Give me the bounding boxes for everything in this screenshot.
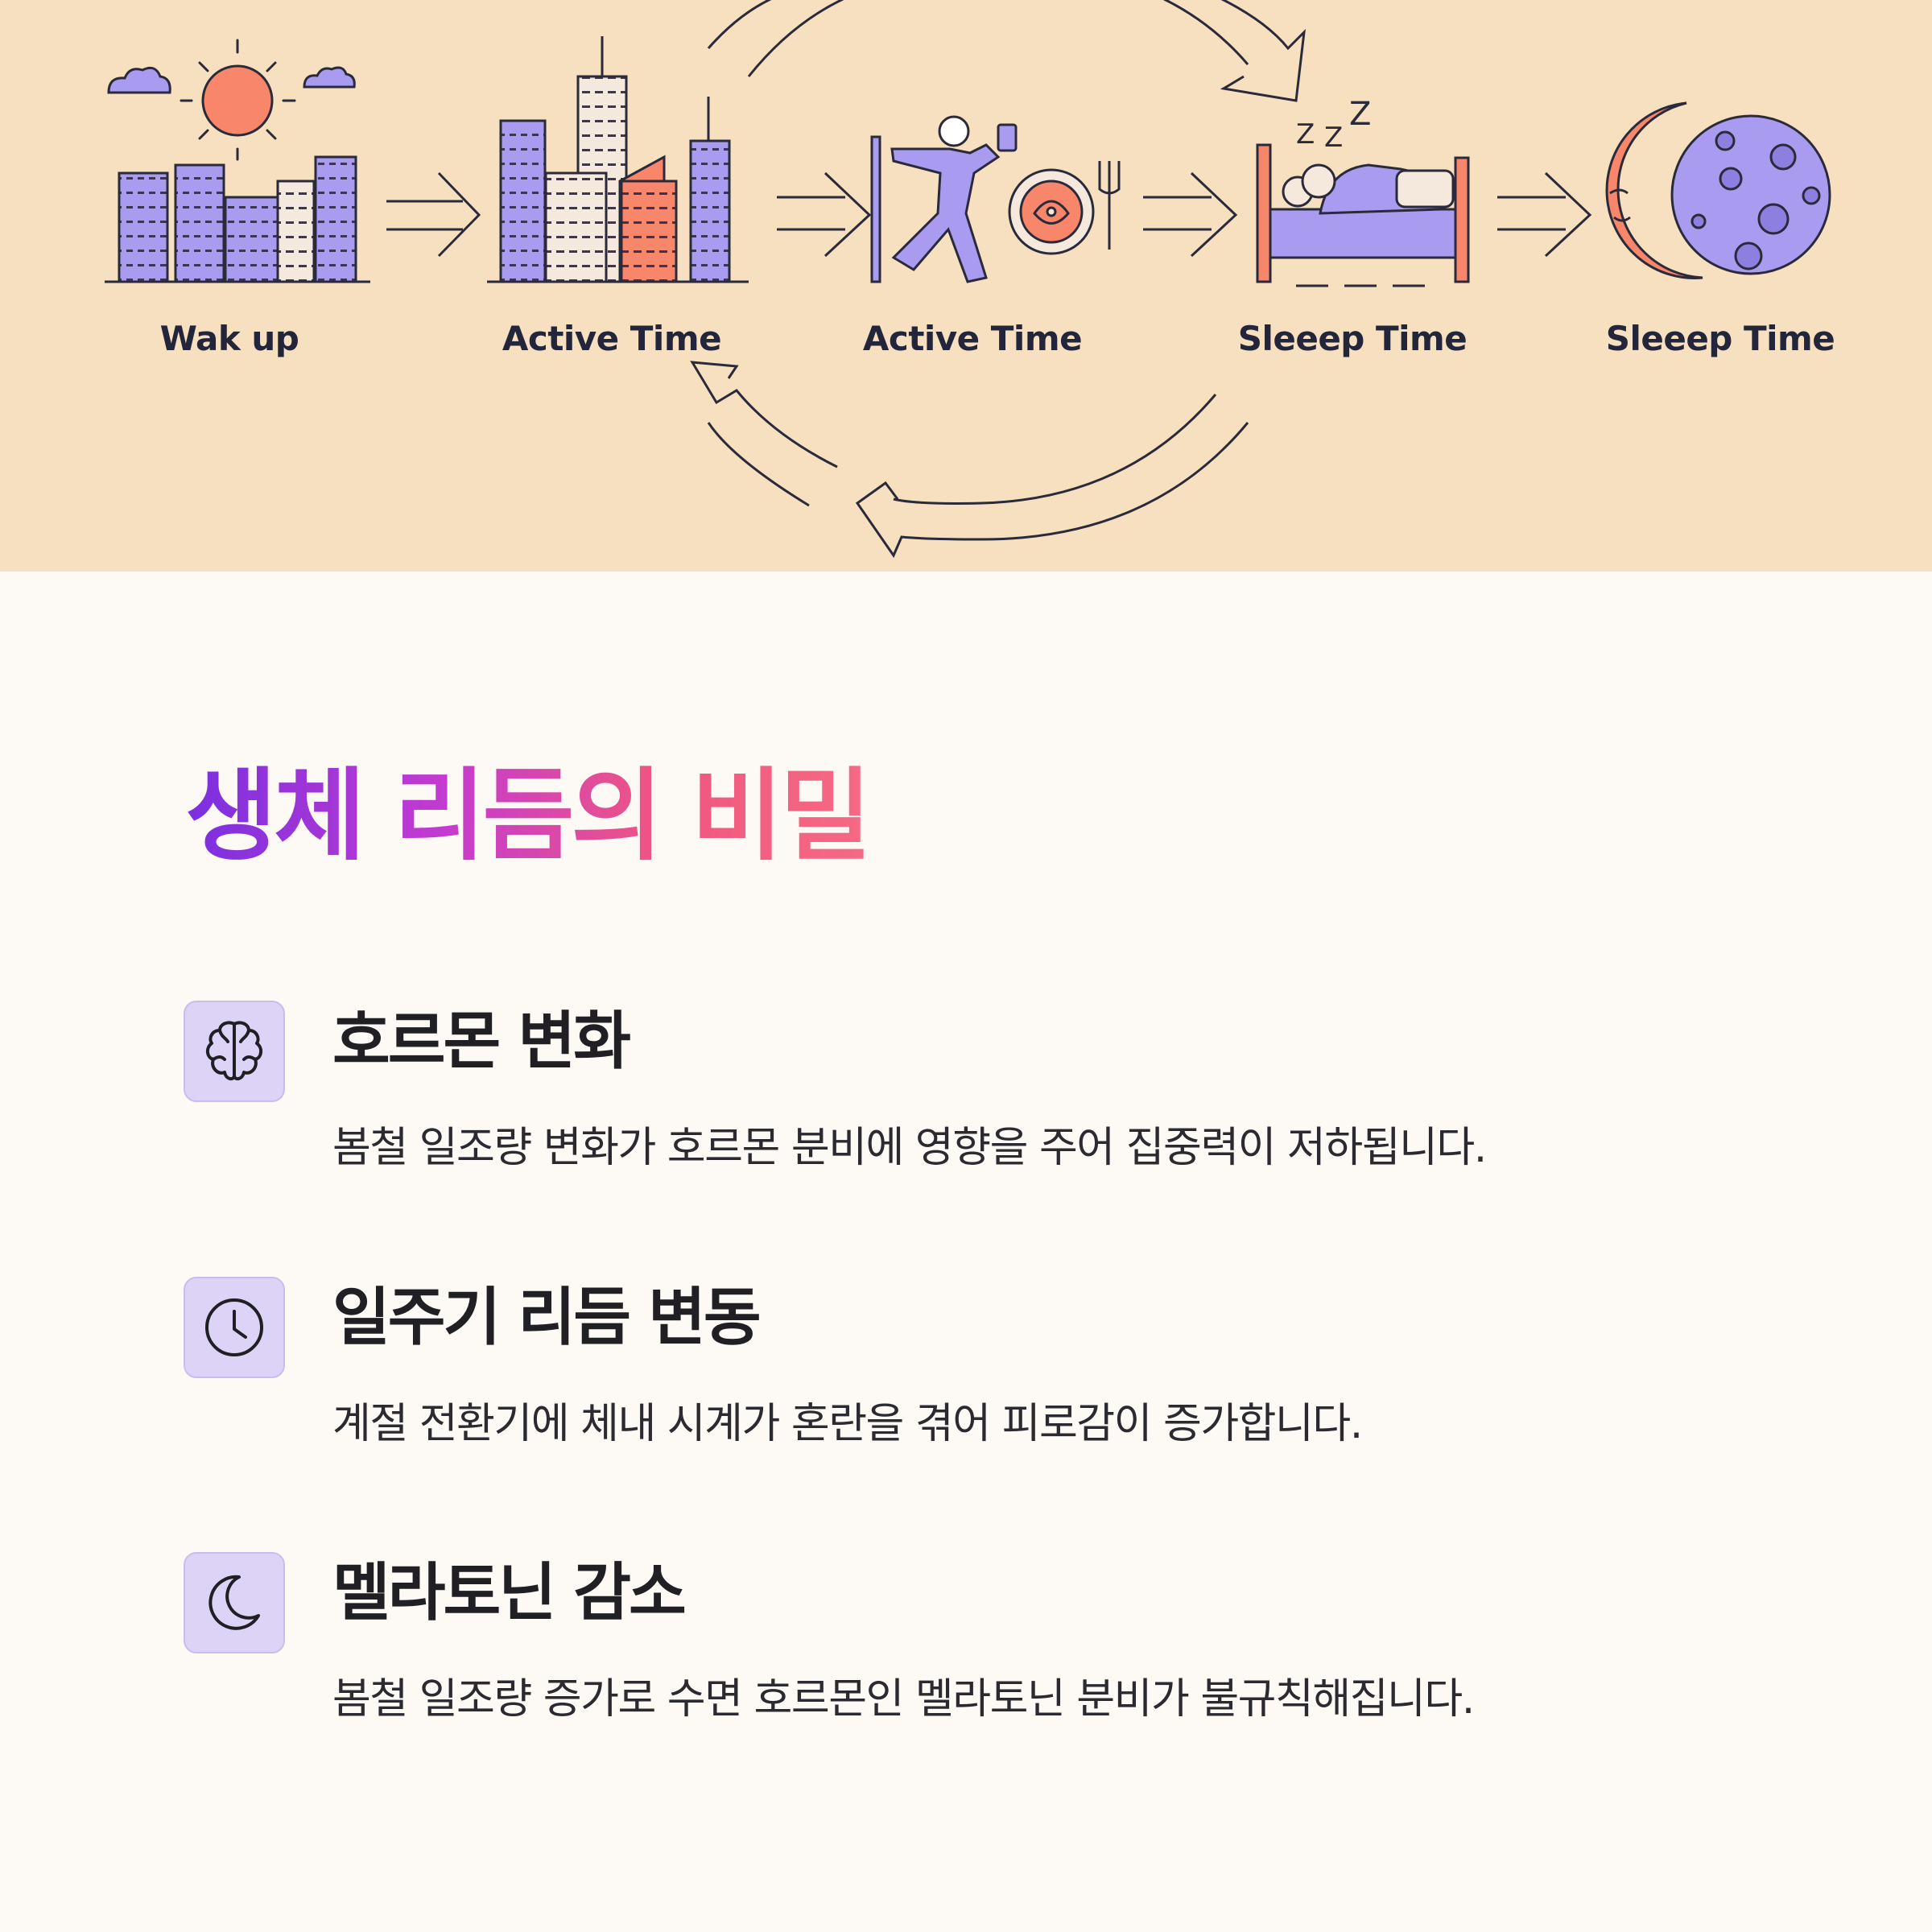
cycle-arrow-bottom — [690, 361, 1249, 559]
item-title-melatonin: 멜라토닌 감소 — [332, 1557, 687, 1629]
stage-label-sleep-1: Sleeep Time — [1237, 319, 1468, 358]
busy-city-icon — [487, 36, 749, 283]
item-desc-melatonin: 봄철 일조량 증가로 수면 호르몬인 멜라토닌 분비가 불규칙해집니다. — [332, 1675, 1475, 1724]
content-section: 생체 리듬의 비밀 호르몬 변화 봄철 일조량 변화가 호르몬 분비에 영향을 … — [0, 572, 1932, 1932]
active-person-meal-icon — [870, 115, 1121, 283]
item-title-hormone: 호르몬 변화 — [332, 1005, 631, 1078]
moon-night-icon — [1605, 101, 1831, 279]
item-title-circadian: 일주기 리듬 변동 — [332, 1282, 762, 1354]
sleeping-bed-icon: Z Z Z — [1256, 96, 1470, 287]
stage-label-sleep-2: Sleeep Time — [1605, 319, 1835, 358]
daily-cycle-illustration: Z Z Z — [105, 0, 1831, 559]
clock-icon — [184, 1277, 285, 1378]
moon-icon — [184, 1552, 285, 1653]
flow-arrows — [386, 171, 1592, 258]
item-desc-hormone: 봄철 일조량 변화가 호르몬 분비에 영향을 주어 집중력이 저하됩니다. — [332, 1124, 1487, 1172]
stage-label-wakeup: Wak up — [159, 319, 299, 358]
item-desc-circadian: 계절 전환기에 체내 시계가 혼란을 겪어 피로감이 증가합니다. — [332, 1400, 1363, 1448]
svg-text:Z: Z — [1296, 118, 1315, 151]
stage-label-active-2: Active Time — [862, 319, 1083, 358]
cycle-arrow-top — [707, 0, 1306, 102]
page-title: 생체 리듬의 비밀 — [185, 758, 872, 874]
svg-text:Z: Z — [1324, 122, 1343, 154]
sunrise-city-icon — [105, 39, 370, 283]
brain-icon — [184, 1001, 285, 1102]
svg-text:Z: Z — [1349, 96, 1371, 133]
routine-illustration-banner: Z Z Z Wak up Active Time — [0, 0, 1932, 572]
stage-label-active-1: Active Time — [502, 319, 722, 358]
